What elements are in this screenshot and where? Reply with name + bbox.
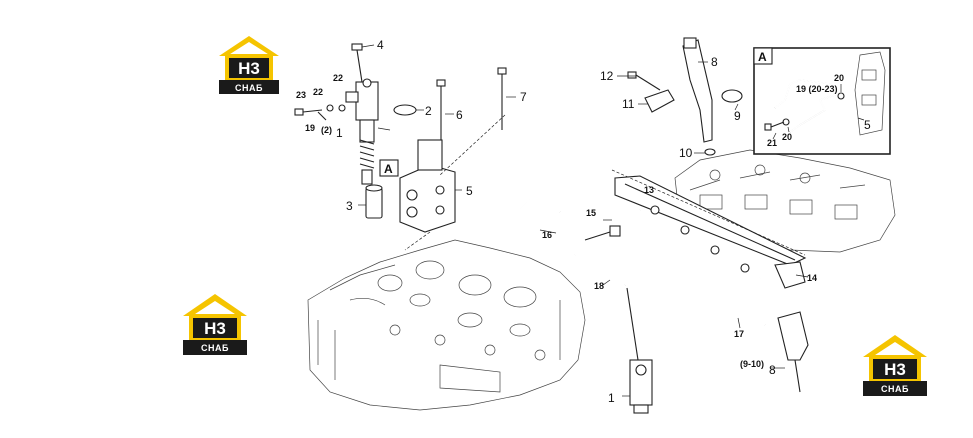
clamp-11: [644, 89, 675, 113]
callout-a: A: [384, 162, 393, 176]
callout-5: 5: [864, 118, 871, 132]
injector-left: [345, 78, 379, 185]
fuel-rail: [614, 175, 807, 289]
callout-2: 2: [425, 104, 432, 118]
bolt-7: [497, 67, 507, 130]
bushing-3: [365, 184, 383, 219]
callout-15: 15: [586, 208, 596, 218]
callout-21: 21: [767, 138, 777, 148]
callout-22: 22: [313, 87, 323, 97]
screws-small: [294, 104, 346, 121]
callout-19: 19: [305, 123, 315, 133]
injector-right: [682, 37, 713, 143]
bolt-12: [627, 71, 661, 91]
callout-12: 12: [600, 69, 614, 83]
logo-top-left: H3 СНАБ: [219, 36, 279, 94]
logo-word: СНАБ: [235, 83, 263, 93]
bolt-4: [351, 43, 363, 83]
callout-20: 20: [782, 132, 792, 142]
fitting-15: [584, 225, 621, 241]
logo-word: СНАБ: [881, 384, 909, 394]
callout-8: 8: [769, 363, 776, 377]
callout-5: 5: [466, 184, 473, 198]
washer-10: [704, 148, 716, 156]
callout-1: 1: [608, 391, 615, 405]
callout-10: 10: [679, 146, 693, 160]
callout-7: 7: [520, 90, 527, 104]
high-pressure-pump: [399, 139, 456, 233]
callout-8: 8: [711, 55, 718, 69]
logo-middle-left: H3 СНАБ: [183, 294, 247, 355]
pump-bottom: [629, 359, 653, 414]
callout-11: 11: [622, 97, 635, 111]
callout-16: 16: [542, 230, 552, 240]
pipe-18: [597, 209, 641, 286]
pipe-17: [684, 277, 766, 326]
bolt-6: [436, 79, 446, 140]
callout-6: 6: [456, 108, 463, 122]
logo-letters: H3: [204, 319, 226, 338]
o-ring-9: [721, 89, 743, 103]
inset-a-label: A: [758, 50, 767, 64]
callout-19-20-23: 19 (20-23): [796, 84, 838, 94]
callout-22: 22: [333, 73, 343, 83]
callout-qty-2: (2): [321, 125, 332, 135]
callout-9: 9: [734, 109, 741, 123]
callout-3: 3: [346, 199, 353, 213]
logo-bottom-right: H3 СНАБ: [863, 335, 927, 396]
callout-13: 13: [644, 185, 654, 195]
engine-head-right: [674, 149, 896, 253]
callout-17: 17: [734, 329, 744, 339]
callout-14: 14: [807, 273, 817, 283]
sensor-lead: [626, 287, 639, 361]
callout-23: 23: [296, 90, 306, 100]
callout-18: 18: [594, 281, 604, 291]
callout-20: 20: [834, 73, 844, 83]
callout-qty-9-10: (9-10): [740, 359, 764, 369]
injector-bottom: [777, 311, 809, 393]
inset-a: [753, 47, 891, 155]
engine-block-left: [307, 239, 586, 411]
logo-letters: H3: [238, 59, 260, 78]
o-ring-2: [393, 104, 417, 116]
logo-letters: H3: [884, 360, 906, 379]
logo-word: СНАБ: [201, 343, 229, 353]
callout-a-box: [379, 159, 399, 177]
callout-1: 1: [336, 126, 343, 140]
callout-4: 4: [377, 38, 384, 52]
